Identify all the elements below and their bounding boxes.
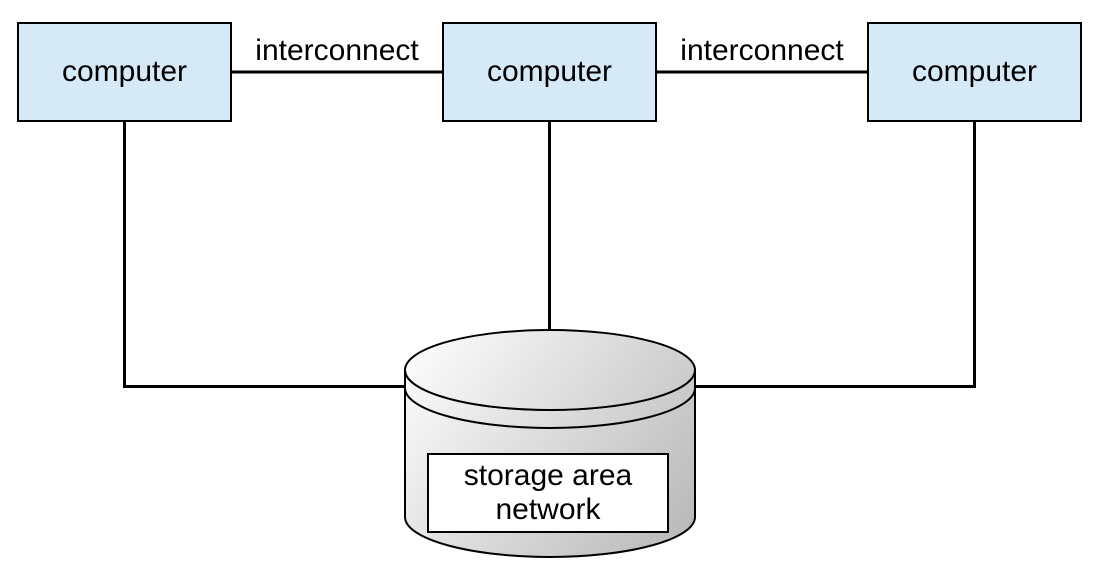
computer-node-1-label: computer: [61, 55, 188, 88]
computer-node-1: computer: [17, 22, 232, 122]
storage-cylinder-lid: [404, 329, 696, 411]
computer-node-2-label: computer: [486, 55, 613, 88]
interconnect-label-2: interconnect: [657, 30, 867, 66]
storage-network-label: storage area network: [427, 453, 669, 533]
storage-cylinder-band: [404, 387, 696, 429]
computer1-storage-connector: [123, 122, 407, 388]
computer-node-2: computer: [442, 22, 657, 122]
interconnect-label-1-text: interconnect: [255, 34, 419, 67]
interconnect-label-1: interconnect: [232, 30, 442, 66]
interconnect-label-2-text: interconnect: [680, 34, 844, 67]
storage-network-label-text: storage area network: [463, 458, 633, 527]
computer-node-3-label: computer: [911, 55, 1038, 88]
computer-node-3: computer: [867, 22, 1082, 122]
computer3-storage-connector: [693, 122, 976, 388]
